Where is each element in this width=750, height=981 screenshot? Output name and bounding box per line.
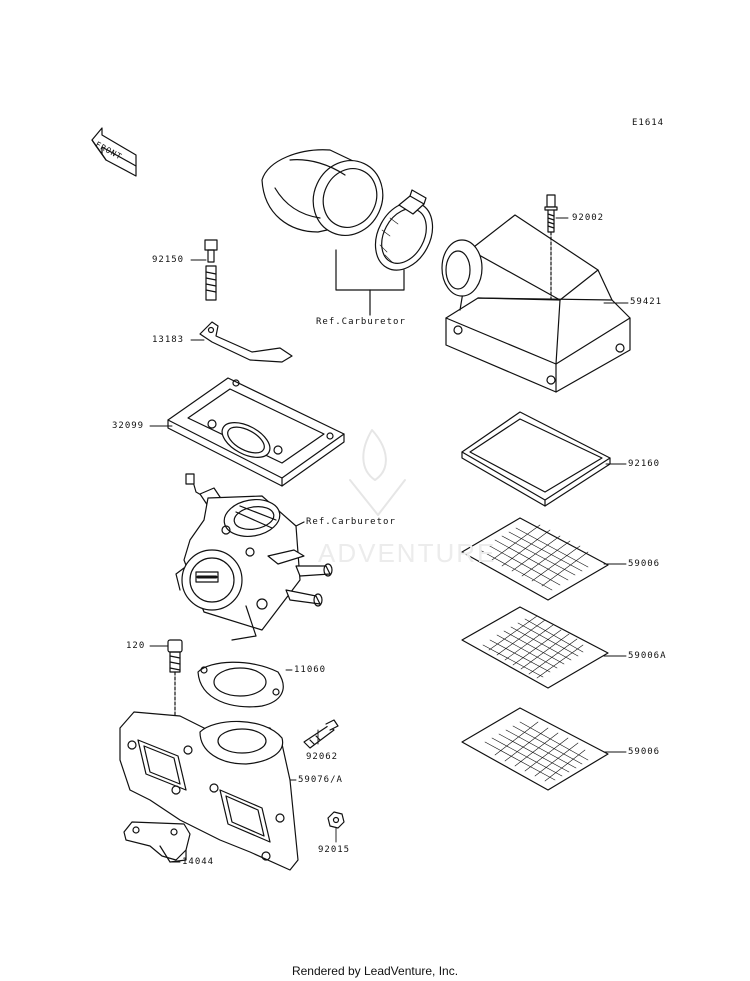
callout-92015: 92015 <box>318 845 351 855</box>
ref-code: E1614 <box>632 118 665 128</box>
hose-clamp <box>364 190 444 280</box>
leader-lines <box>150 218 628 862</box>
watermark-text: ADVENTURE <box>318 538 497 568</box>
bracket-13183 <box>200 322 292 362</box>
callout-59006-top: 59006 <box>628 559 661 569</box>
callout-14044: 14044 <box>182 857 215 867</box>
carburetor <box>176 474 332 640</box>
callout-92062: 92062 <box>306 752 339 762</box>
callout-92160: 92160 <box>628 459 661 469</box>
fitting-92062 <box>304 720 338 748</box>
callout-32099: 32099 <box>112 421 145 431</box>
callout-59006-bottom: 59006 <box>628 747 661 757</box>
ref-carburetor-leader <box>296 522 304 526</box>
callout-11060: 11060 <box>294 665 327 675</box>
air-duct-ref-carburetor <box>262 149 395 247</box>
callout-59076a: 59076/A <box>298 775 343 785</box>
screen-59006-top <box>462 518 608 600</box>
bolt-92150 <box>205 240 217 300</box>
callout-92002: 92002 <box>572 213 605 223</box>
callout-59421: 59421 <box>630 297 663 307</box>
ref-carburetor-bracket <box>336 250 404 315</box>
gasket-11060 <box>198 662 283 707</box>
gasket-92160 <box>462 412 610 506</box>
watermark-logo <box>350 430 405 515</box>
callout-59006a: 59006A <box>628 651 667 661</box>
callout-92150: 92150 <box>152 255 185 265</box>
screen-59006a <box>462 607 608 688</box>
callout-120: 120 <box>126 641 146 651</box>
air-box-cover-59421 <box>442 215 630 392</box>
callout-ref-carburetor-mid: Ref.Carburetor <box>306 517 396 527</box>
footer-credit: Rendered by LeadVenture, Inc. <box>291 964 459 978</box>
bolt-120 <box>168 640 182 716</box>
screen-59006-bottom <box>462 708 608 790</box>
nut-92015 <box>328 812 344 828</box>
intake-manifold-59076a <box>120 712 298 870</box>
front-arrow-icon <box>92 128 136 176</box>
carb-base-32099 <box>168 378 344 486</box>
callout-ref-carburetor-top: Ref.Carburetor <box>316 317 406 327</box>
bracket-14044 <box>124 822 190 862</box>
callout-13183: 13183 <box>152 335 185 345</box>
